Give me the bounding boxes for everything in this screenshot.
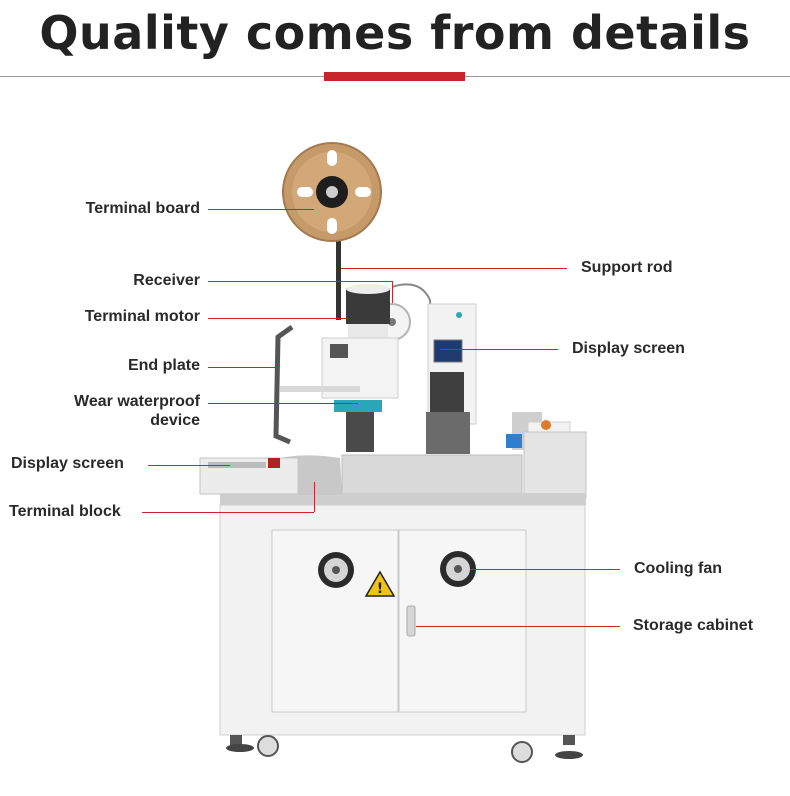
- callout-wear-waterproof-line1: Wear waterproof: [74, 393, 200, 410]
- leader-terminal-block: [142, 512, 314, 513]
- leader-cooling-fan: [470, 569, 620, 570]
- operator-panel: [199, 457, 299, 495]
- cooling-fan-right: [440, 551, 476, 587]
- callout-wear-waterproof-line2: device: [150, 412, 200, 429]
- cabinet: [219, 504, 586, 736]
- leader-storage-cabinet: [416, 626, 620, 627]
- callout-cooling-fan: Cooling fan: [634, 560, 722, 577]
- leader-terminal-block-rise: [314, 482, 315, 512]
- right-module: [426, 303, 477, 454]
- callout-terminal-board: Terminal board: [85, 200, 200, 217]
- terminal-reel: [282, 142, 382, 242]
- leader-display-screen-right: [440, 349, 558, 350]
- callout-display-screen-right: Display screen: [572, 340, 685, 357]
- callout-end-plate: End plate: [127, 357, 200, 374]
- callout-support-rod: Support rod: [581, 259, 673, 276]
- svg-text:!: !: [377, 581, 383, 597]
- leader-receiver-drop: [392, 281, 393, 303]
- terminal-motor: [346, 284, 390, 338]
- title-accent-bar: [324, 72, 465, 81]
- cooling-fan-left: [318, 552, 354, 588]
- leader-receiver: [208, 281, 392, 282]
- crimp-module: [321, 337, 399, 452]
- leader-terminal-motor: [208, 318, 348, 319]
- leader-display-screen-left: [148, 465, 230, 466]
- leader-end-plate: [208, 367, 278, 368]
- leader-support-rod: [341, 268, 567, 269]
- callout-storage-cabinet: Storage cabinet: [633, 617, 754, 634]
- callout-display-screen-left: Display screen: [11, 455, 124, 472]
- page-title: Quality comes from details: [39, 6, 751, 60]
- leader-wear-waterproof: [208, 403, 358, 404]
- warning-sticker: !: [364, 570, 396, 597]
- support-rod: [336, 210, 341, 320]
- callout-terminal-motor: Terminal motor: [84, 308, 200, 325]
- callout-terminal-block: Terminal block: [9, 503, 121, 520]
- end-plate: [273, 324, 294, 445]
- callout-receiver: Receiver: [133, 272, 200, 289]
- casters: [226, 735, 583, 763]
- leader-terminal-board: [208, 209, 314, 210]
